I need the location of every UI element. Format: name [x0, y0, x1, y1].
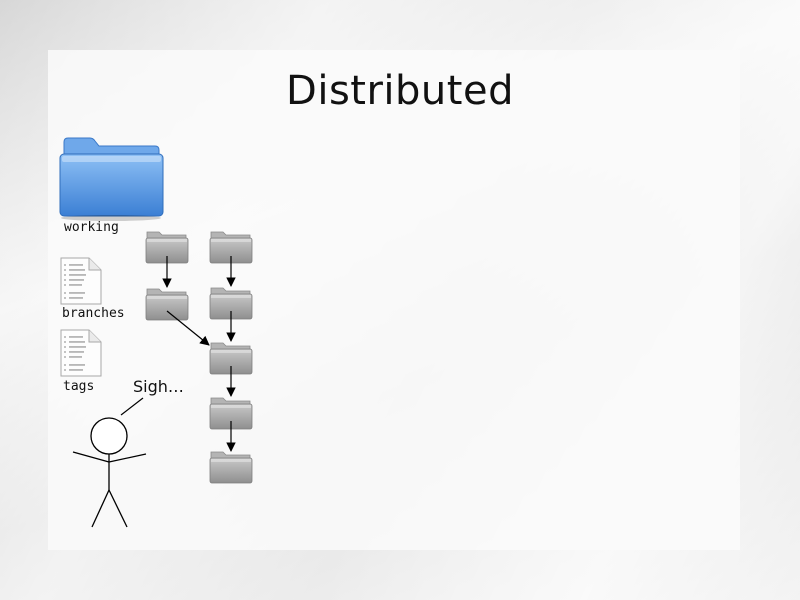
speech-text: Sigh… — [133, 377, 184, 396]
merge-arrow — [166, 310, 210, 346]
working-label: working — [64, 220, 119, 235]
repo-folder-icon — [145, 288, 189, 321]
stick-figure — [72, 417, 147, 528]
repo-folder-icon — [209, 451, 253, 484]
branches-document-icon — [60, 257, 102, 305]
working-folder-icon — [59, 137, 164, 221]
speech-pointer — [120, 397, 144, 416]
tags-label: tags — [63, 379, 95, 394]
slide-title: Distributed — [286, 68, 514, 114]
tags-document-icon — [60, 329, 102, 377]
branches-label: branches — [62, 306, 125, 321]
